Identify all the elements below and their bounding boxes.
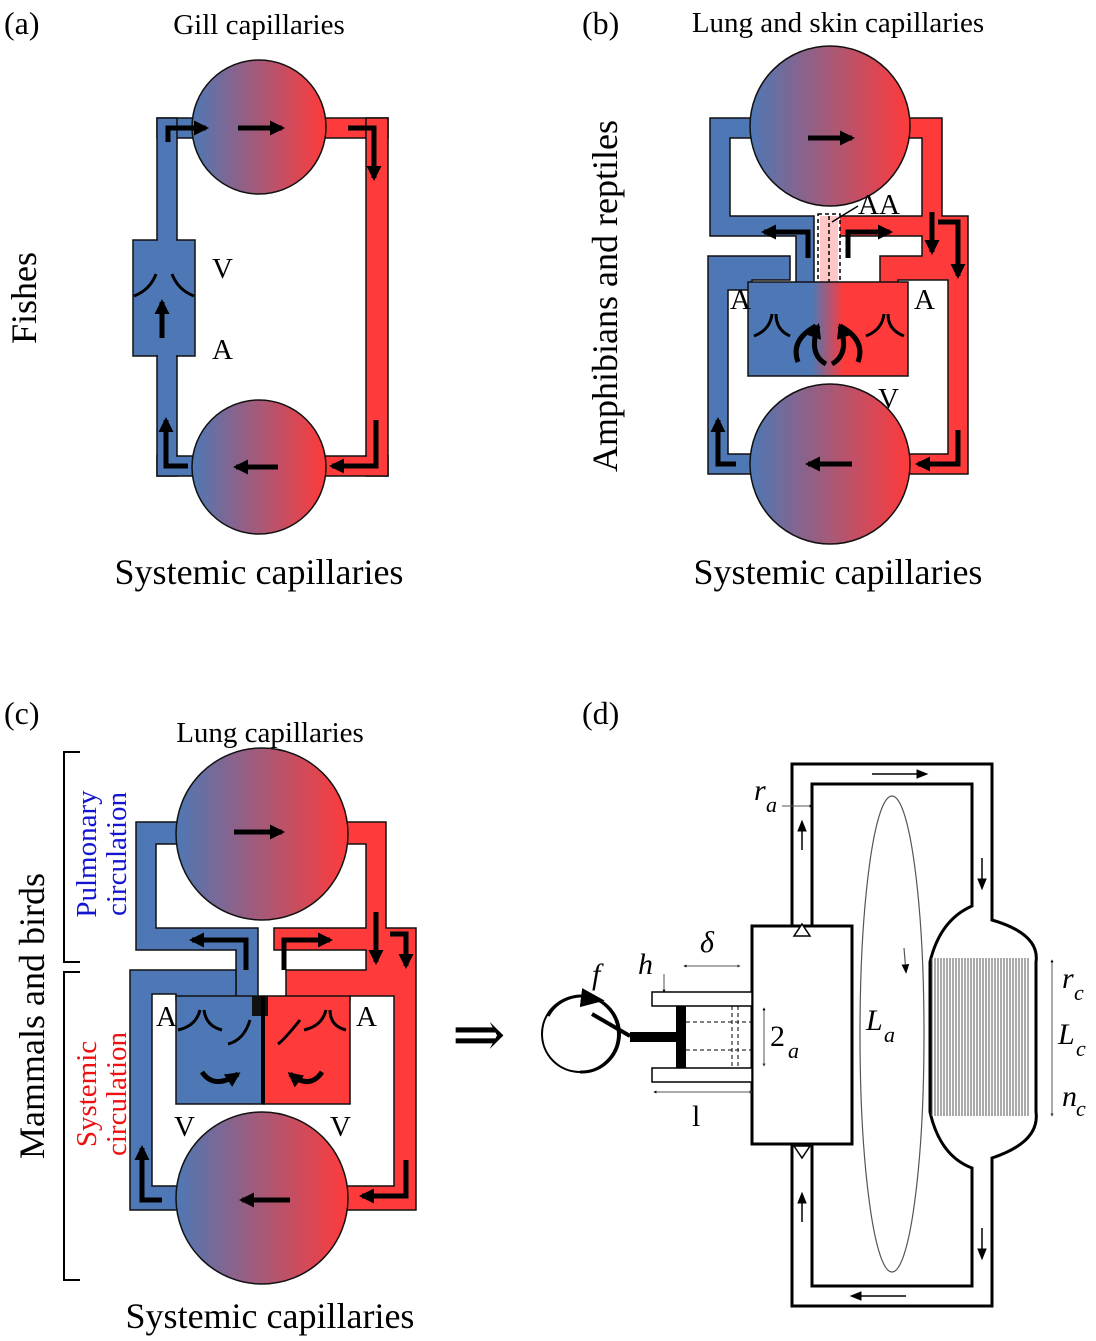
panel-a-valve xyxy=(133,273,195,298)
h-symbol: h xyxy=(638,948,653,981)
panel-c-v-right-label: V xyxy=(330,1111,351,1143)
panel-b-a-right-label: A xyxy=(914,284,935,316)
panel-b-bottom-title: Systemic capillaries xyxy=(694,552,983,592)
la-loop-ellipse xyxy=(859,795,925,1273)
panel-b: (b) Lung and skin capillaries Amphibians… xyxy=(582,5,984,592)
panel-b-top-title: Lung and skin capillaries xyxy=(692,7,984,39)
panel-a-v-label: V xyxy=(212,253,233,285)
panel-c-septum-top xyxy=(252,996,268,1016)
la-subscript: a xyxy=(884,1022,895,1047)
panel-c-systemic-line1: Systemic xyxy=(71,1041,103,1147)
panel-b-flow-arrows xyxy=(710,130,966,472)
rc-symbol: r xyxy=(1062,962,1074,995)
panel-c: (c) Lung capillaries Mammals and birds P… xyxy=(4,695,417,1336)
panel-d-symbols: f h δ 2 a l r a L a r c L c n c xyxy=(592,774,1086,1133)
panel-c-side-label: Mammals and birds xyxy=(12,873,52,1159)
panel-d-model-outline xyxy=(750,762,1038,1308)
panel-c-bottom-title: Systemic capillaries xyxy=(126,1296,415,1336)
panel-c-a-left-label: A xyxy=(156,1001,177,1033)
nc-symbol: n xyxy=(1062,1080,1077,1113)
panel-b-label: (b) xyxy=(582,5,619,41)
panel-b-valves xyxy=(753,313,905,338)
panel-a-label: (a) xyxy=(4,5,40,41)
panel-d-label: (d) xyxy=(582,695,619,731)
lc-subscript: c xyxy=(1076,1036,1086,1061)
rc-subscript: c xyxy=(1074,980,1084,1005)
panel-a-side-label: Fishes xyxy=(4,252,44,344)
panel-a-bottom-title: Systemic capillaries xyxy=(115,552,404,592)
panel-c-valves xyxy=(177,1009,347,1046)
delta-symbol: δ xyxy=(700,926,715,959)
double-arrow-symbol: ⇒ xyxy=(452,999,506,1070)
panel-b-a-left-label: A xyxy=(730,284,751,316)
panel-c-right-heart xyxy=(175,995,265,1105)
panel-b-aa-leader xyxy=(831,205,859,223)
panel-c-flow-arrows xyxy=(134,824,414,1208)
capillary-lines xyxy=(931,958,1029,1116)
nc-subscript: c xyxy=(1076,1096,1086,1121)
two-a-subscript: a xyxy=(788,1038,799,1063)
panel-d: (d) ⇒ xyxy=(452,695,1086,1308)
lc-symbol: L xyxy=(1057,1018,1075,1051)
ra-symbol: r xyxy=(754,774,766,807)
panel-c-top-title: Lung capillaries xyxy=(176,717,364,749)
panel-b-lung-skin-capillaries xyxy=(749,45,911,207)
panel-c-bracket xyxy=(63,751,80,1281)
panel-c-systemic-line2: circulation xyxy=(101,1032,133,1157)
panel-a-flow-arrows xyxy=(154,120,382,475)
panel-c-left-heart xyxy=(263,995,351,1105)
panel-c-pulmonary-line2: circulation xyxy=(101,792,133,917)
two-a-symbol: 2 xyxy=(770,1020,785,1053)
panel-d-valves xyxy=(792,922,812,1160)
ra-subscript: a xyxy=(766,792,777,817)
la-loop-arrow xyxy=(901,947,910,974)
piston xyxy=(541,988,753,1083)
panel-c-pulmonary-line1: Pulmonary xyxy=(71,790,103,918)
panel-c-a-right-label: A xyxy=(356,1001,377,1033)
length-symbol: l xyxy=(692,1100,700,1133)
dimension-markers xyxy=(653,804,1054,1117)
panel-a-a-label: A xyxy=(212,334,233,366)
la-symbol: L xyxy=(865,1004,883,1037)
panel-b-aa-label: AA xyxy=(858,189,900,221)
panel-b-heart xyxy=(747,281,909,377)
panel-a-top-title: Gill capillaries xyxy=(173,9,345,41)
panel-b-v-label: V xyxy=(878,383,899,415)
panel-a: (a) Gill capillaries Fishes xyxy=(4,5,403,592)
panel-c-label: (c) xyxy=(4,695,40,731)
panel-c-v-left-label: V xyxy=(174,1111,195,1143)
capillary-bundle xyxy=(930,956,1032,1116)
panel-d-flow-arrows xyxy=(797,769,987,1301)
panel-b-side-label: Amphibians and reptiles xyxy=(585,120,625,472)
frequency-symbol: f xyxy=(592,958,604,991)
